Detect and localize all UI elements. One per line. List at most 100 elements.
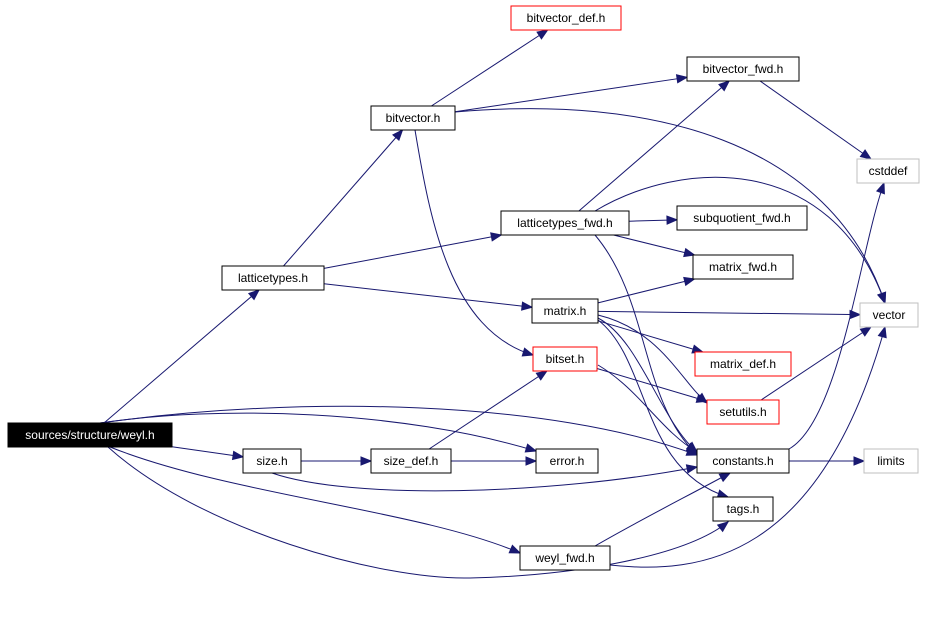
edge-constants-to-cstddef (788, 181, 885, 450)
node-box[interactable] (706, 399, 780, 425)
node-box[interactable] (686, 56, 800, 82)
arrowhead (521, 301, 534, 311)
node-box[interactable] (7, 422, 173, 448)
node-bitvector[interactable]: bitvector.h (370, 105, 456, 131)
node-label: cstddef (869, 164, 908, 178)
arrowhead (508, 544, 522, 554)
arrowhead (685, 442, 699, 453)
edge-latticetypes-to-matrix (323, 283, 534, 311)
edge-bitset-to-setutils (596, 368, 709, 403)
edge-line (271, 466, 698, 492)
node-box[interactable] (856, 158, 920, 184)
edge-size_def-to-error (451, 456, 538, 466)
edge-size-to-constants (271, 464, 699, 492)
edge-matrix-to-setutils (597, 314, 709, 404)
node-bitvector-fwd[interactable]: bitvector_fwd.h (686, 56, 800, 82)
arrowhead (666, 215, 679, 225)
node-box[interactable] (859, 302, 919, 328)
edge-line (597, 314, 708, 404)
edge-line (428, 370, 548, 450)
node-box[interactable] (500, 210, 630, 236)
arrowhead (716, 521, 730, 533)
edge-line (597, 310, 861, 316)
node-weyl-fwd[interactable]: weyl_fwd.h (519, 545, 611, 571)
node-label: sources/structure/weyl.h (25, 428, 154, 442)
node-constants[interactable]: constants.h (696, 448, 790, 474)
edge-constants-to-limits (789, 456, 866, 466)
node-label: bitset.h (546, 352, 585, 366)
edge-line (594, 234, 698, 456)
node-box[interactable] (535, 448, 599, 474)
node-subquotient-fwd[interactable]: subquotient_fwd.h (676, 205, 808, 231)
node-box[interactable] (694, 351, 792, 377)
edge-line (597, 320, 703, 353)
node-label: setutils.h (719, 405, 766, 419)
arrowhead (536, 29, 549, 40)
node-box[interactable] (510, 5, 622, 31)
edge-weyl_fwd-to-vector (609, 325, 887, 568)
edge-weyl-to-tags (107, 446, 730, 579)
node-box[interactable] (712, 496, 774, 522)
node-setutils[interactable]: setutils.h (706, 399, 780, 425)
edge-latticetypes-to-latticetypes_fwd (323, 232, 503, 269)
arrowhead (685, 464, 699, 474)
edge-weyl-to-weyl_fwd (109, 446, 522, 554)
node-cstddef[interactable]: cstddef (856, 158, 920, 184)
arrowhead (247, 289, 261, 301)
edge-matrix-to-matrix_fwd (597, 276, 696, 304)
node-size[interactable]: size.h (242, 448, 302, 474)
edge-latticetypes_fwd-to-matrix_fwd (613, 234, 696, 258)
edge-line (594, 472, 731, 547)
node-box[interactable] (676, 205, 808, 231)
node-matrix-fwd[interactable]: matrix_fwd.h (692, 254, 794, 280)
arrowhead (360, 456, 373, 466)
edge-line (323, 283, 533, 308)
node-tags[interactable]: tags.h (712, 496, 774, 522)
node-box[interactable] (531, 298, 599, 324)
edge-line (323, 234, 502, 269)
arrowhead (392, 128, 404, 142)
edge-size-to-size_def (301, 456, 373, 466)
node-box[interactable] (532, 346, 598, 372)
node-box[interactable] (370, 448, 452, 474)
arrowhead (231, 450, 245, 461)
node-box[interactable] (242, 448, 302, 474)
node-box[interactable] (692, 254, 794, 280)
arrowhead (683, 276, 696, 287)
edge-weyl-to-constants (99, 405, 699, 456)
node-box[interactable] (863, 448, 919, 474)
edge-matrix-to-vector (597, 309, 862, 320)
edge-line (597, 364, 698, 453)
node-error[interactable]: error.h (535, 448, 599, 474)
edge-size_def-to-bitset (428, 370, 549, 450)
node-size-def[interactable]: size_def.h (370, 448, 452, 474)
edges-layer (99, 29, 887, 579)
arrowhead (859, 326, 873, 337)
node-vector[interactable]: vector (859, 302, 919, 328)
node-matrix[interactable]: matrix.h (531, 298, 599, 324)
node-box[interactable] (519, 545, 611, 571)
node-latticetypes-fwd[interactable]: latticetypes_fwd.h (500, 210, 630, 236)
edge-weyl-to-size (171, 446, 245, 461)
node-label: bitvector_def.h (527, 11, 606, 25)
arrowhead (853, 456, 866, 466)
node-box[interactable] (696, 448, 790, 474)
node-bitset[interactable]: bitset.h (532, 346, 598, 372)
arrowhead (524, 443, 538, 453)
node-box[interactable] (221, 265, 325, 291)
node-matrix-def[interactable]: matrix_def.h (694, 351, 792, 377)
node-weyl[interactable]: sources/structure/weyl.h (7, 422, 173, 448)
arrowhead (718, 472, 732, 483)
arrowhead (490, 232, 503, 242)
node-box[interactable] (370, 105, 456, 131)
node-label: constants.h (712, 454, 773, 468)
edge-bitset-to-constants (597, 364, 699, 453)
node-label: latticetypes_fwd.h (517, 216, 612, 230)
node-latticetypes[interactable]: latticetypes.h (221, 265, 325, 291)
node-bitvector-def[interactable]: bitvector_def.h (510, 5, 622, 31)
edge-line (597, 319, 729, 498)
arrowhead (876, 291, 886, 305)
node-limits[interactable]: limits (863, 448, 919, 474)
node-label: size.h (256, 454, 287, 468)
